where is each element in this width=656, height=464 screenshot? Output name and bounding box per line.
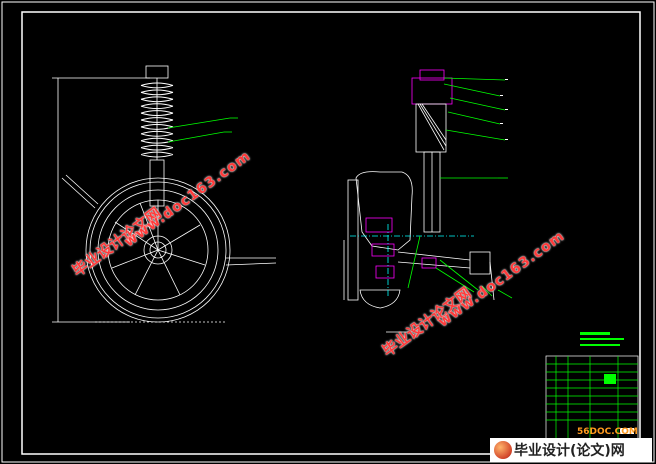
footer-site-label: 56DOC.COM [577,427,638,437]
coil-spring [140,82,174,158]
side-view [343,69,495,333]
footer-logo: 毕业设计(论文)网 [490,438,652,462]
inner-frame [21,11,641,455]
notes-block [580,332,624,346]
footer-text: 毕业设计(论文)网 [514,443,625,459]
title-block [545,355,639,453]
logo-ball-icon [494,441,512,459]
right-leaders [407,77,513,299]
left-leaders [167,117,238,143]
front-view [52,65,277,323]
leader-ticks [500,79,508,140]
